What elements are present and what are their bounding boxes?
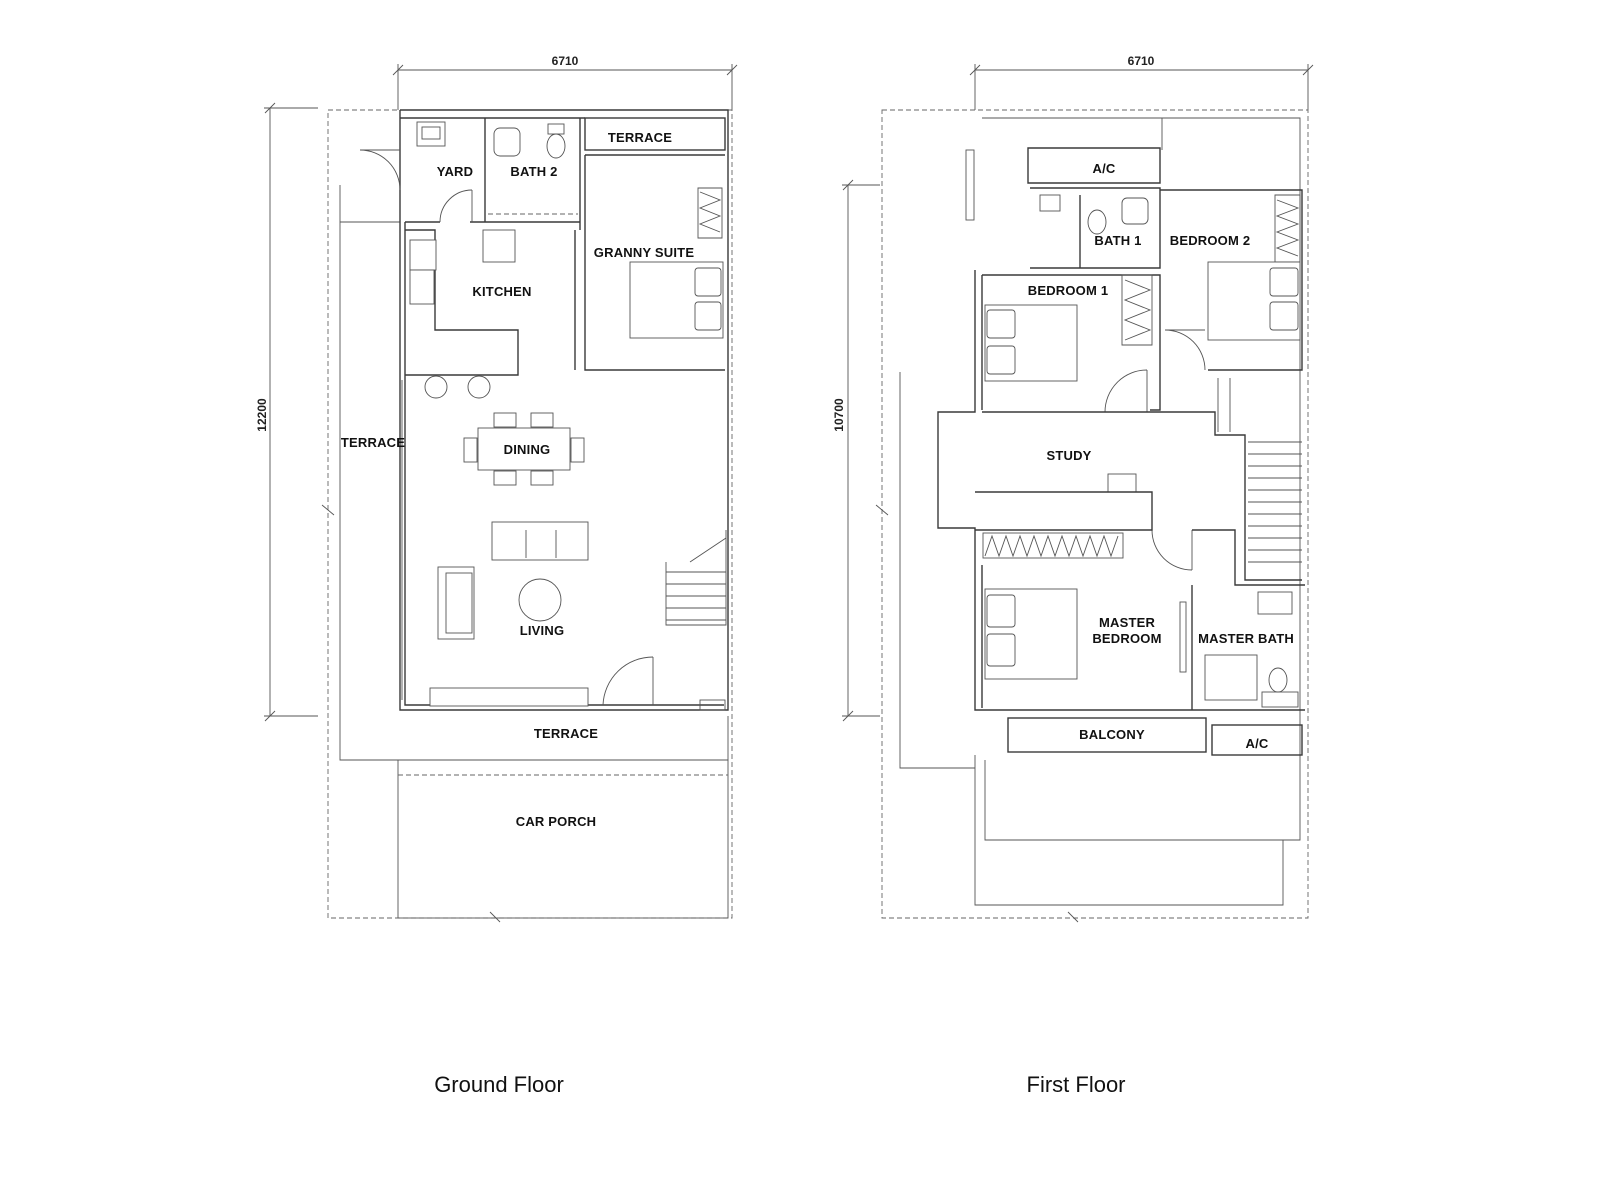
room-label-master-bath: MASTER BATH — [1198, 631, 1294, 646]
room-label-yard: YARD — [437, 164, 473, 179]
room-label-master-bedroom-line1: MASTER — [1099, 615, 1156, 630]
ground-floor-depth-label: 12200 — [255, 398, 269, 432]
room-label-bedroom-2: BEDROOM 2 — [1170, 233, 1251, 248]
first-floor-caption: First Floor — [1026, 1072, 1126, 1097]
room-label-dining: DINING — [504, 442, 551, 457]
room-label-terrace-top: TERRACE — [608, 130, 672, 145]
room-label-ac-top: A/C — [1093, 161, 1116, 176]
first-floor-depth-dimension: 10700 — [832, 179, 880, 722]
room-label-bath-1: BATH 1 — [1094, 233, 1141, 248]
room-label-car-porch: CAR PORCH — [516, 814, 597, 829]
room-label-master-bedroom-line2: BEDROOM — [1092, 631, 1161, 646]
ground-floor-width-dimension: 6710 — [392, 54, 738, 110]
first-floor-width-label: 6710 — [1128, 54, 1155, 68]
ground-floor-caption: Ground Floor — [434, 1072, 564, 1097]
room-label-terrace-front: TERRACE — [534, 726, 598, 741]
room-label-bedroom-1: BEDROOM 1 — [1028, 283, 1109, 298]
room-label-kitchen: KITCHEN — [472, 284, 531, 299]
room-label-terrace-side: TERRACE — [341, 435, 405, 450]
room-label-ac-bottom: A/C — [1246, 736, 1269, 751]
room-label-balcony: BALCONY — [1079, 727, 1145, 742]
room-label-bath-2: BATH 2 — [510, 164, 557, 179]
ground-floor-depth-dimension: 12200 — [255, 102, 318, 722]
car-porch-area — [397, 759, 729, 919]
first-floor-plan: 6710 10700 — [832, 54, 1314, 923]
ground-floor-width-label: 6710 — [552, 54, 579, 68]
room-label-living: LIVING — [520, 623, 565, 638]
room-label-granny-suite: GRANNY SUITE — [594, 245, 695, 260]
ground-floor-plan: 6710 12200 — [255, 54, 738, 923]
first-floor-width-dimension: 6710 — [969, 54, 1314, 110]
room-label-study: STUDY — [1046, 448, 1091, 463]
first-floor-depth-label: 10700 — [832, 398, 846, 432]
